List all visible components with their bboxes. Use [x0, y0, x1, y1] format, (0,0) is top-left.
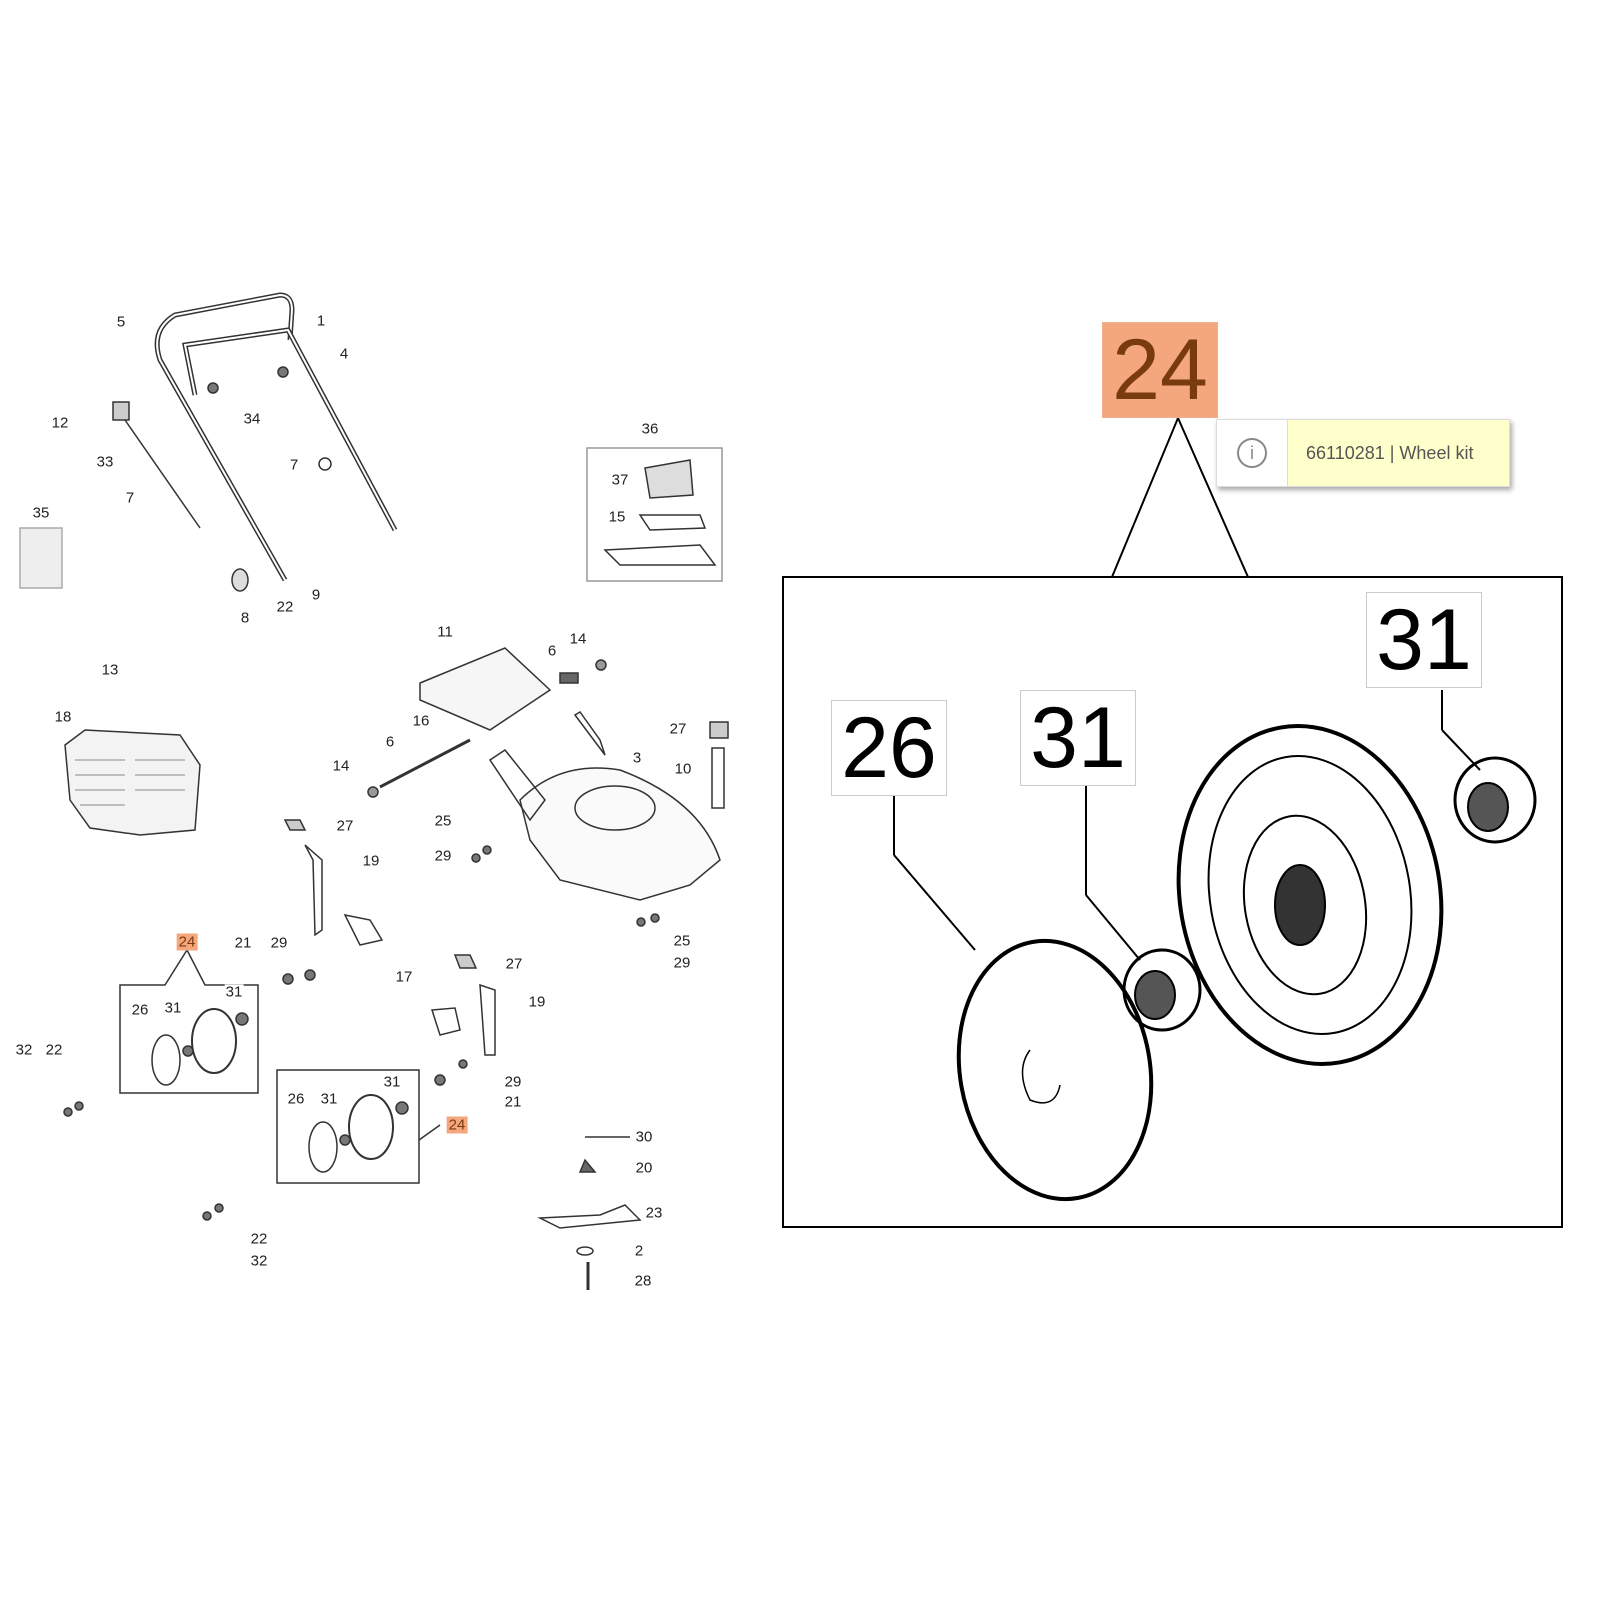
part-label[interactable]: 22 [44, 1041, 64, 1059]
part-label[interactable]: 19 [361, 852, 381, 870]
part-label[interactable]: 2 [633, 1242, 645, 1260]
part-label[interactable]: 37 [610, 471, 630, 489]
part-label[interactable]: 6 [384, 733, 396, 751]
part-label[interactable]: 12 [50, 414, 70, 432]
part-label[interactable]: 19 [527, 993, 547, 1011]
bushing-31b [1453, 756, 1537, 844]
info-icon: i [1237, 438, 1267, 468]
part-label[interactable]: 4 [338, 345, 350, 363]
part-label[interactable]: 33 [95, 453, 115, 471]
part-label[interactable]: 27 [335, 817, 355, 835]
part-label[interactable]: 27 [504, 955, 524, 973]
detail-panel [782, 415, 1563, 1228]
part-label[interactable]: 6 [546, 642, 558, 660]
handle-assembly [19, 292, 398, 592]
part-label-wheel-kit-highlighted[interactable]: 24 [176, 933, 198, 951]
detail-part-label[interactable]: 31 [1366, 592, 1482, 688]
part-label[interactable]: 25 [433, 812, 453, 830]
hub-cap-26 [956, 938, 1154, 1202]
part-label[interactable]: 31 [382, 1073, 402, 1091]
part-label[interactable]: 36 [640, 420, 660, 438]
part-label[interactable]: 22 [275, 598, 295, 616]
part-label[interactable]: 31 [319, 1090, 339, 1108]
wheel-kit-box-2 [276, 1069, 441, 1184]
part-label[interactable]: 5 [115, 313, 127, 331]
part-tooltip: i 66110281 | Wheel kit [1216, 419, 1510, 487]
part-label[interactable]: 26 [286, 1090, 306, 1108]
part-label-wheel-kit-highlighted[interactable]: 24 [446, 1116, 468, 1134]
part-label[interactable]: 27 [668, 720, 688, 738]
part-label[interactable]: 14 [331, 757, 351, 775]
part-label[interactable]: 29 [269, 934, 289, 952]
part-label[interactable]: 16 [411, 712, 431, 730]
part-label[interactable]: 35 [31, 504, 51, 522]
detail-part-label[interactable]: 26 [831, 700, 947, 796]
tooltip-icon-cell: i [1217, 420, 1287, 486]
part-label[interactable]: 1 [315, 312, 327, 330]
part-label[interactable]: 26 [130, 1001, 150, 1019]
part-label[interactable]: 3 [631, 749, 643, 767]
part-label[interactable]: 31 [163, 999, 183, 1017]
part-label[interactable]: 20 [634, 1159, 654, 1177]
part-label[interactable]: 31 [224, 983, 244, 1001]
part-label[interactable]: 30 [634, 1128, 654, 1146]
part-label[interactable]: 29 [672, 954, 692, 972]
bushing-31 [1122, 948, 1202, 1032]
part-label[interactable]: 17 [394, 968, 414, 986]
part-label[interactable]: 22 [249, 1230, 269, 1248]
part-label[interactable]: 32 [14, 1041, 34, 1059]
part-label[interactable]: 13 [100, 661, 120, 679]
part-label[interactable]: 14 [568, 630, 588, 648]
detail-kit-number[interactable]: 24 [1102, 322, 1218, 418]
part-label[interactable]: 10 [673, 760, 693, 778]
part-label[interactable]: 25 [672, 932, 692, 950]
part-label[interactable]: 21 [503, 1093, 523, 1111]
tooltip-text: 66110281 | Wheel kit [1287, 420, 1509, 486]
part-label[interactable]: 7 [288, 456, 300, 474]
part-label[interactable]: 29 [503, 1073, 523, 1091]
mower-deck [488, 711, 721, 901]
part-label[interactable]: 15 [607, 508, 627, 526]
wheel-kit-box-1 [119, 949, 259, 1094]
part-label[interactable]: 21 [233, 934, 253, 952]
part-label[interactable]: 11 [436, 623, 454, 641]
part-label[interactable]: 29 [433, 847, 453, 865]
grass-bag [64, 729, 201, 836]
part-label[interactable]: 9 [310, 586, 322, 604]
detail-part-label[interactable]: 31 [1020, 690, 1136, 786]
wheel [1176, 724, 1444, 1066]
part-label[interactable]: 32 [249, 1252, 269, 1270]
part-label[interactable]: 28 [633, 1272, 653, 1290]
part-label[interactable]: 18 [53, 708, 73, 726]
part-label[interactable]: 8 [239, 609, 251, 627]
kit-36-box [586, 447, 723, 582]
part-label[interactable]: 7 [124, 489, 136, 507]
part-label[interactable]: 23 [644, 1204, 664, 1222]
part-label[interactable]: 34 [242, 410, 262, 428]
